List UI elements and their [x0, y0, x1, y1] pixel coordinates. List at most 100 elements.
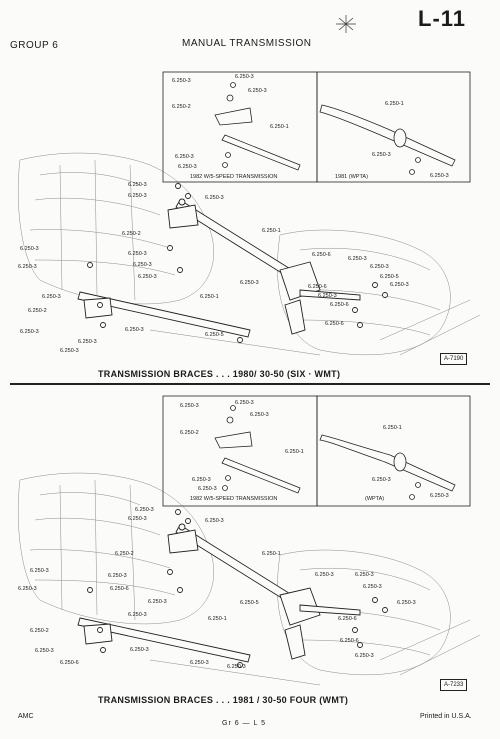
figure-divider [10, 383, 490, 385]
figure1-label-2: 6.250-3 [205, 195, 224, 201]
figure2-inset-left-label-6: 6.250-3 [198, 486, 217, 492]
figure2-brace-main [77, 509, 388, 668]
figure2-label-13: 6.250-5 [240, 600, 259, 606]
figure1-label-8: 6.250-3 [138, 274, 157, 280]
figure1-engine-sketch [17, 152, 481, 356]
figure2-inset-right-parts [319, 434, 456, 500]
figure2-label-1: 6.250-3 [128, 516, 147, 522]
figure1-label-3: 6.250-2 [122, 231, 141, 237]
figure1-inset-left-label-3: 6.250-2 [172, 104, 191, 110]
figure1-inset-left-label-2: 6.250-3 [248, 88, 267, 94]
figure1-inset-left-label-4: 6.250-1 [270, 124, 289, 130]
figure1-label-15: 6.250-6 [308, 284, 327, 290]
footer-left: AMC [18, 713, 34, 720]
figure1-label-18: 6.250-6 [330, 302, 349, 308]
figure1-label-12: 6.250-3 [370, 264, 389, 270]
figure2-label-17: 6.250-6 [338, 616, 357, 622]
figure2-label-0: 6.250-3 [135, 507, 154, 513]
figure2-label-11: 6.250-3 [315, 572, 334, 578]
figure1-label-22: 6.250-2 [28, 308, 47, 314]
section-title: MANUAL TRANSMISSION [182, 38, 312, 49]
figure2-label-8: 6.250-3 [363, 584, 382, 590]
figure2-label-19: 6.250-6 [340, 638, 359, 644]
figure2-inset-right-caption: (WPTA) [365, 496, 384, 502]
figure2-inset-left-label-2: 6.250-3 [250, 412, 269, 418]
figure1-label-19: 6.250-6 [325, 321, 344, 327]
figure1-label-7: 6.250-3 [133, 262, 152, 268]
figure1-label-23: 6.250-3 [20, 329, 39, 335]
figure2-inset-left-label-3: 6.250-2 [180, 430, 199, 436]
figure2-label-24: 6.250-3 [190, 660, 209, 666]
figure2-inset-right-label-1: 6.250-3 [372, 477, 391, 483]
star-mark [336, 15, 356, 33]
figure1-inset-right-caption: 1981 (WPTA) [335, 174, 368, 180]
figure2-inset-left-label-5: 6.250-3 [192, 477, 211, 483]
figure2-label-7: 6.250-6 [110, 586, 129, 592]
figure2-ref: A-7233 [440, 679, 468, 691]
figure1-brace-main [77, 183, 388, 343]
figure1-label-24: 6.250-3 [125, 327, 144, 333]
figure2-label-9: 6.250-3 [18, 586, 37, 592]
figure1-inset-left-label-0: 6.250-3 [172, 78, 191, 84]
figure1-inset-right-label-0: 6.250-1 [385, 101, 404, 107]
figure1-label-1: 6.250-3 [128, 193, 147, 199]
figure2-inset-right [316, 395, 471, 507]
figure1-inset-left-label-6: 6.250-3 [178, 164, 197, 170]
figure1-label-13: 6.250-5 [380, 274, 399, 280]
figure1-label-5: 6.250-3 [20, 246, 39, 252]
figure1-inset-right-label-1: 6.250-3 [372, 152, 391, 158]
figure2-label-21: 6.250-3 [130, 647, 149, 653]
figure2-label-23: 6.250-6 [60, 660, 79, 666]
figure1-caption: TRANSMISSION BRACES . . . 1980/ 30-50 (S… [98, 369, 341, 379]
figure1-label-26: 6.250-5 [205, 332, 224, 338]
figure2-label-15: 6.250-3 [128, 612, 147, 618]
figure2-label-25: 6.250-3 [227, 664, 246, 670]
figure2-inset-left-label-4: 6.250-1 [285, 449, 304, 455]
figure1-label-27: 6.250-3 [60, 348, 79, 354]
part-labels: 6.250-3 6.250-3 6.250-3 6.250-2 6.250-1 6.250… [18, 74, 449, 670]
figure1-label-20: 6.250-1 [200, 294, 219, 300]
figure1-label-14: 6.250-3 [240, 280, 259, 286]
figure2-label-4: 6.250-1 [262, 551, 281, 557]
figure1-inset-left-parts [214, 82, 301, 171]
figure2-label-6: 6.250-3 [108, 573, 127, 579]
figure2-label-5: 6.250-3 [30, 568, 49, 574]
figure2-label-16: 6.250-1 [208, 616, 227, 622]
figure1-label-11: 6.250-3 [348, 256, 367, 262]
figure2-label-3: 6.250-2 [115, 551, 134, 557]
figure1-inset-left-label-5: 6.250-3 [175, 154, 194, 160]
figure2-label-18: 6.250-2 [30, 628, 49, 634]
figure1-label-17: 6.250-3 [318, 293, 337, 299]
figure2-label-20: 6.250-3 [35, 648, 54, 654]
figure2-inset-left-parts [214, 405, 301, 494]
figure2-engine-sketch [17, 472, 481, 686]
figure1-inset-right [316, 71, 471, 183]
figure1-inset-right-label-2: 6.250-3 [430, 173, 449, 179]
figure1-label-16: 6.250-3 [390, 282, 409, 288]
figure1-label-9: 6.250-3 [18, 264, 37, 270]
figure1-label-4: 6.250-1 [262, 228, 281, 234]
figure2-caption: TRANSMISSION BRACES . . . 1981 / 30-50 F… [98, 695, 349, 705]
figure2-label-22: 6.250-3 [355, 653, 374, 659]
figure1-label-10: 6.250-6 [312, 252, 331, 258]
figure1-label-25: 6.250-3 [78, 339, 97, 345]
figure1-label-6: 6.250-3 [128, 251, 147, 257]
figure2-label-10: 6.250-3 [148, 599, 167, 605]
figure2-inset-left-label-1: 6.250-3 [235, 400, 254, 406]
figure1-ref: A-7190 [440, 353, 468, 365]
figure2-inset-right-label-0: 6.250-1 [383, 425, 402, 431]
figure1-inset-left-label-1: 6.250-3 [235, 74, 254, 80]
page-id: L-11 [418, 6, 467, 31]
figure2-label-14: 6.250-3 [397, 600, 416, 606]
figure2-label-12: 6.250-3 [355, 572, 374, 578]
figure1-inset-left-caption: 1982 W/5-SPEED TRANSMISSION [190, 174, 277, 180]
figure2-inset-left-label-0: 6.250-3 [180, 403, 199, 409]
figure1-inset-right-parts [319, 104, 456, 175]
figure2-inset-left-caption: 1982 W/5-SPEED TRANSMISSION [190, 496, 277, 502]
figure1-label-21: 6.250-3 [42, 294, 61, 300]
footer-right: Printed in U.S.A. [420, 713, 472, 720]
footer-center: Gr 6 — L 5 [222, 720, 266, 727]
group-label: GROUP 6 [10, 40, 59, 51]
figure2-label-2: 6.250-3 [205, 518, 224, 524]
